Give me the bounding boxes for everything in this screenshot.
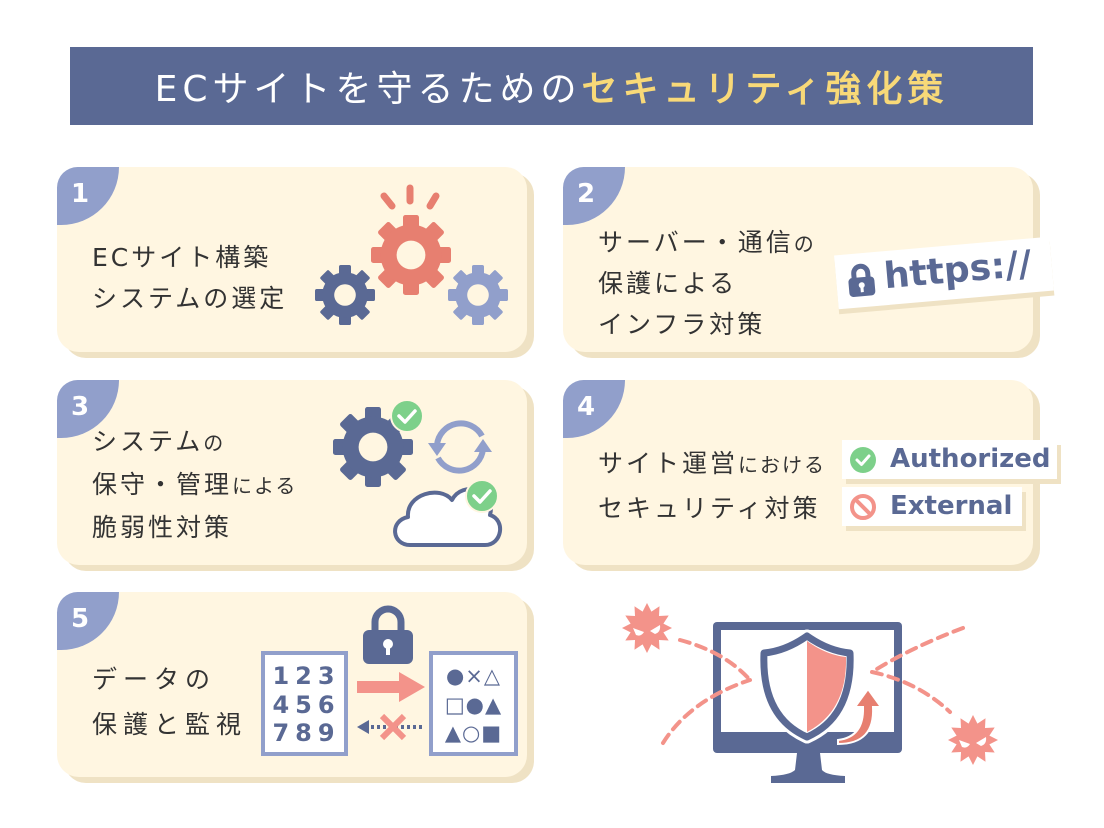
external-badge: External: [842, 487, 1022, 526]
line-small: の: [203, 431, 226, 455]
symbol-row: □●▲: [444, 692, 503, 717]
https-badge: https://: [834, 236, 1054, 310]
card-line: システムの選定: [92, 279, 287, 320]
line-main: システムの選定: [92, 284, 288, 313]
authorized-label: Authorized: [890, 444, 1051, 474]
card-3-maintenance: 3 システムの 保守・管理による 脆弱性対策: [57, 380, 527, 565]
deflect-arrow-icon: [837, 687, 883, 746]
line-small: の: [793, 232, 816, 256]
line-small: における: [738, 453, 827, 477]
authorized-badge: Authorized: [842, 440, 1057, 479]
card-number: 1: [71, 179, 90, 209]
virus-icon: [622, 603, 672, 653]
card-1-platform-selection: 1 ECサイト構築 システムの選定: [57, 167, 527, 352]
shield-icon: [757, 629, 857, 744]
line-main: インフラ対策: [598, 310, 766, 339]
digit-row: 456: [272, 690, 341, 719]
line-main: サイト運営: [598, 449, 739, 478]
line-small: による: [232, 474, 298, 498]
https-label: https://: [882, 243, 1034, 298]
card-text: データの 保護と監視: [92, 658, 247, 748]
number-tab: 2: [563, 167, 625, 225]
card-line: 保護と監視: [92, 703, 247, 748]
card-line: 保護による: [598, 264, 816, 305]
card-line: システムの: [92, 421, 297, 464]
digit-row: 123: [272, 662, 341, 690]
monitor-icon: [713, 622, 902, 783]
card-line: 保守・管理による: [92, 464, 297, 507]
check-circle-icon: [850, 447, 876, 473]
symbol-row: ●×△: [445, 664, 502, 688]
title-banner: ECサイトを守るためのセキュリティ強化策: [70, 47, 1033, 125]
line-main: 保守・管理: [92, 470, 233, 499]
card-line: ECサイト構築: [92, 238, 287, 279]
line-main: 脆弱性対策: [92, 513, 233, 542]
card-line: セキュリティ対策: [598, 487, 826, 532]
line-main: 保護による: [598, 269, 738, 298]
card-text: システムの 保守・管理による 脆弱性対策: [92, 421, 297, 550]
line-main: システム: [92, 427, 204, 456]
card-line: サイト運営における: [598, 442, 826, 487]
number-tab: 5: [57, 592, 119, 650]
title-prefix: ECサイトを守るための: [154, 69, 582, 110]
external-label: External: [890, 491, 1013, 521]
card-line: データの: [92, 658, 247, 703]
card-line: サーバー・通信の: [598, 223, 816, 264]
card-line: 脆弱性対策: [92, 507, 297, 550]
card-number: 3: [71, 392, 90, 422]
card-text: ECサイト構築 システムの選定: [92, 238, 287, 320]
plain-data-digits: 123 456 789: [265, 662, 348, 748]
line-main: データの: [92, 665, 217, 694]
number-tab: 1: [57, 167, 119, 225]
encrypted-data-symbols: ●×△ □●▲ ▲○■: [431, 662, 516, 748]
attack-path-lines: [661, 626, 965, 745]
card-number: 2: [577, 179, 596, 209]
card-line: インフラ対策: [598, 305, 816, 346]
line-main: サーバー・通信: [598, 228, 794, 257]
digit-row: 789: [272, 719, 341, 747]
line-main: 保護と監視: [92, 710, 248, 739]
number-tab: 4: [563, 380, 625, 438]
card-text: サイト運営における セキュリティ対策: [598, 442, 826, 532]
symbol-row: ▲○■: [444, 721, 503, 745]
line-main: セキュリティ対策: [598, 494, 821, 523]
title-highlight: セキュリティ強化策: [581, 69, 949, 110]
prohibited-icon: [850, 494, 876, 520]
padlock-icon: [848, 263, 876, 297]
line-main: ECサイト構築: [92, 243, 272, 272]
card-text: サーバー・通信の 保護による インフラ対策: [598, 223, 816, 346]
card-number: 5: [71, 604, 90, 634]
virus-icon: [948, 715, 998, 765]
card-number: 4: [577, 392, 596, 422]
